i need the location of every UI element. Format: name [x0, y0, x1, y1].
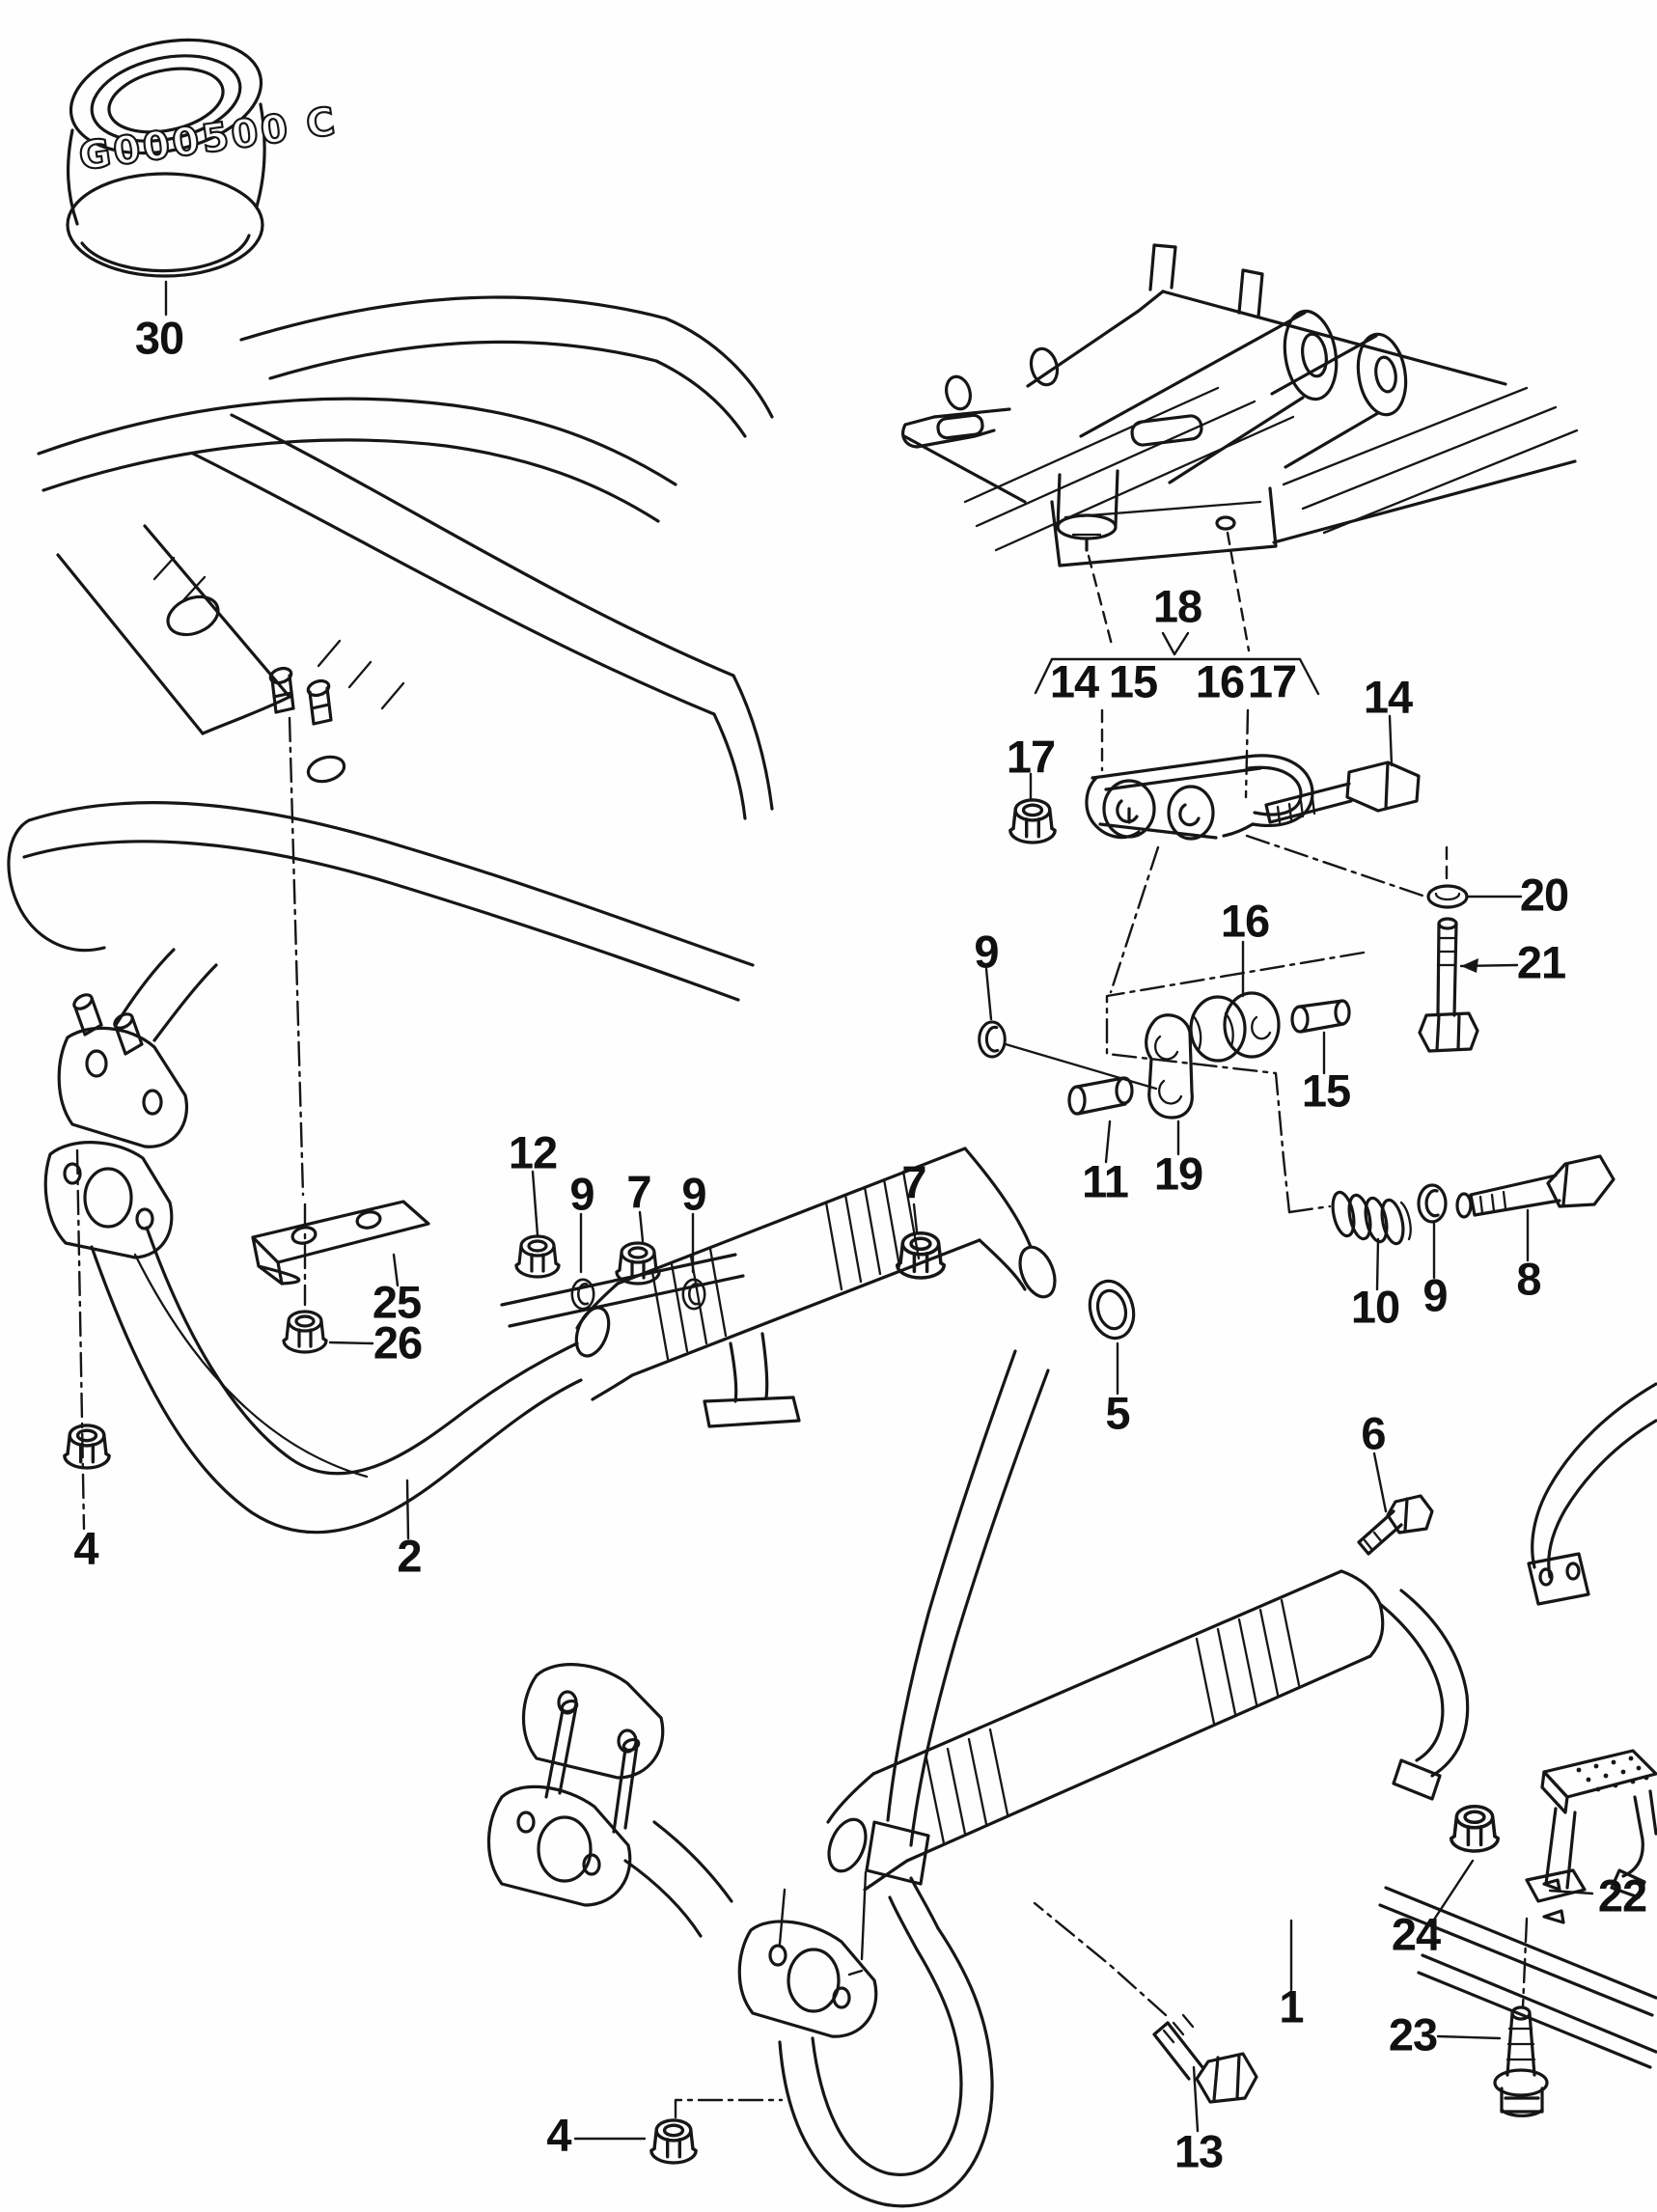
- floor-pan-art: [901, 243, 1579, 652]
- hanger-hardware-art: [978, 631, 1616, 1246]
- front-pipe-catalyst-1-art: [486, 1382, 1657, 2208]
- callout-leaders: [328, 714, 1594, 2141]
- subframe-art: [7, 295, 774, 1307]
- paste-tube-art: G000500 C: [66, 38, 342, 317]
- front-pipe-catalyst-2-art: [43, 948, 1136, 1886]
- stamp-text: G000500 C: [76, 99, 341, 180]
